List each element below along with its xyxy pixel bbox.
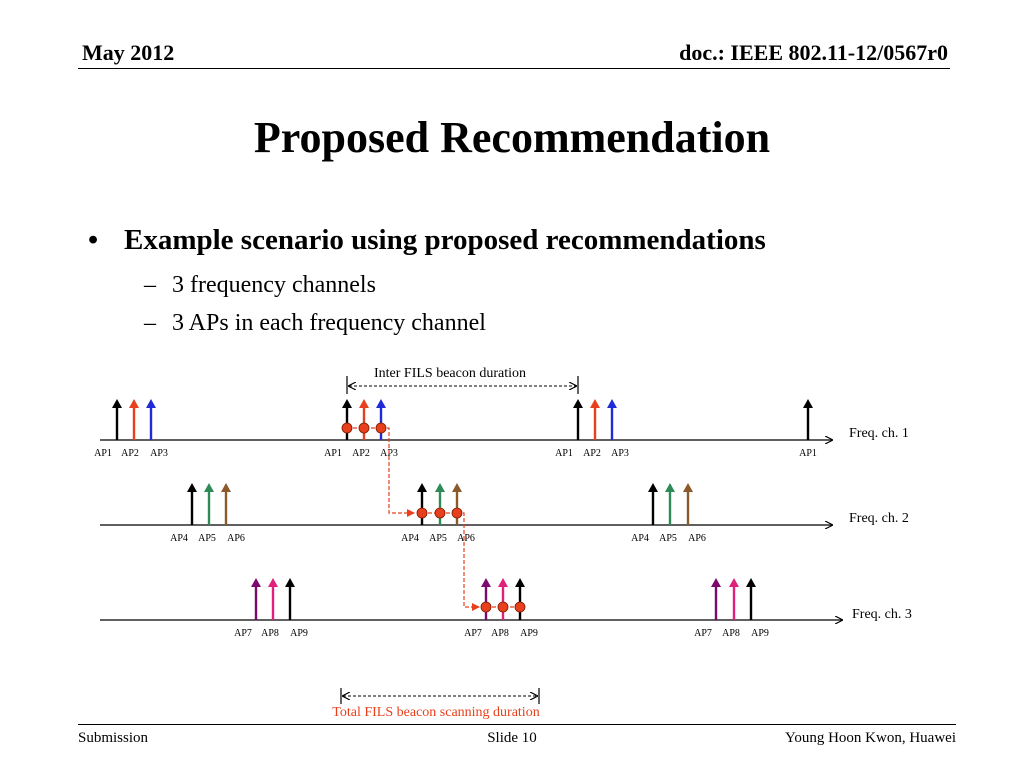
ap-label: AP8 bbox=[722, 628, 740, 639]
beacon-ap6 bbox=[683, 483, 693, 525]
beacon-ap7 bbox=[481, 578, 491, 620]
ap-label: AP6 bbox=[688, 533, 706, 544]
beacon-ap4 bbox=[417, 483, 427, 525]
ap-label: AP6 bbox=[457, 533, 475, 544]
ap-label: AP9 bbox=[751, 628, 769, 639]
scan-dot bbox=[451, 507, 463, 519]
footer-rule bbox=[78, 724, 956, 725]
channel-label-3: Freq. ch. 3 bbox=[852, 607, 912, 622]
ap-label: AP2 bbox=[121, 448, 139, 459]
scan-dot bbox=[416, 507, 428, 519]
beacon-ap7 bbox=[711, 578, 721, 620]
bullet-symbol: • bbox=[88, 224, 99, 256]
ap-label: AP1 bbox=[94, 448, 112, 459]
beacon-ap1 bbox=[342, 399, 352, 440]
sub-bullet-text: 3 frequency channels bbox=[172, 272, 376, 298]
scan-dot bbox=[358, 422, 370, 434]
beacon-ap8 bbox=[268, 578, 278, 620]
ap-label: AP7 bbox=[464, 628, 482, 639]
ap-label: AP9 bbox=[520, 628, 538, 639]
footer-submission: Submission bbox=[78, 730, 149, 746]
footer-author: Young Hoon Kwon, Huawei bbox=[785, 730, 956, 746]
scan-path-ch2-to-ch3 bbox=[457, 512, 480, 611]
ap-label: AP3 bbox=[150, 448, 168, 459]
ap-label: AP5 bbox=[198, 533, 216, 544]
beacon-ap1 bbox=[803, 399, 813, 440]
ap-label: AP8 bbox=[261, 628, 279, 639]
scan-dot bbox=[514, 601, 526, 613]
beacon-ap2 bbox=[590, 399, 600, 440]
header-date: May 2012 bbox=[82, 40, 175, 65]
scan-dot bbox=[497, 601, 509, 613]
inter-duration-label: Inter FILS beacon duration bbox=[374, 366, 526, 381]
ap-label: AP5 bbox=[429, 533, 447, 544]
main-bullet: • Example scenario using proposed recomme… bbox=[88, 224, 766, 257]
beacon-ap1 bbox=[112, 399, 122, 440]
ap-label: AP1 bbox=[555, 448, 573, 459]
ap-label: AP7 bbox=[234, 628, 252, 639]
beacon-ap8 bbox=[498, 578, 508, 620]
sub-bullet-text: 3 APs in each frequency channel bbox=[172, 310, 486, 336]
ap-label: AP9 bbox=[290, 628, 308, 639]
beacon-ap5 bbox=[435, 483, 445, 525]
beacon-ap4 bbox=[648, 483, 658, 525]
ap-label: AP4 bbox=[631, 533, 649, 544]
sub-bullet-dash: – bbox=[144, 272, 156, 298]
ap-label: AP4 bbox=[401, 533, 419, 544]
sub-bullet-dash: – bbox=[144, 310, 156, 336]
beacon-ap3 bbox=[146, 399, 156, 440]
scan-dot bbox=[480, 601, 492, 613]
scan-dots bbox=[341, 422, 526, 613]
beacon-ap2 bbox=[129, 399, 139, 440]
beacon-ap5 bbox=[204, 483, 214, 525]
scan-dot bbox=[375, 422, 387, 434]
scan-path-ch1-to-ch2 bbox=[381, 427, 415, 517]
scan-dot bbox=[434, 507, 446, 519]
ap-label: AP7 bbox=[694, 628, 712, 639]
ap-label: AP2 bbox=[352, 448, 370, 459]
beacon-ap6 bbox=[452, 483, 462, 525]
slide-title: Proposed Recommendation bbox=[253, 113, 771, 162]
beacon-ap1 bbox=[573, 399, 583, 440]
footer-slide-number: Slide 10 bbox=[487, 730, 537, 746]
beacon-ap7 bbox=[251, 578, 261, 620]
sub-bullet-1: –3 frequency channels bbox=[144, 272, 376, 299]
beacon-ap5 bbox=[665, 483, 675, 525]
header-doc-id: doc.: IEEE 802.11-12/0567r0 bbox=[679, 40, 948, 65]
scan-dot bbox=[341, 422, 353, 434]
ap-label: AP3 bbox=[611, 448, 629, 459]
beacon-arrows bbox=[112, 399, 813, 620]
ap-label: AP5 bbox=[659, 533, 677, 544]
channel-label-2: Freq. ch. 2 bbox=[849, 511, 909, 526]
ap-label: AP1 bbox=[799, 448, 817, 459]
beacon-ap3 bbox=[607, 399, 617, 440]
total-duration-label: Total FILS beacon scanning duration bbox=[332, 705, 539, 720]
beacon-ap3 bbox=[376, 399, 386, 440]
header-rule bbox=[78, 68, 950, 69]
channel-label-1: Freq. ch. 1 bbox=[849, 426, 909, 441]
beacon-ap8 bbox=[729, 578, 739, 620]
ap-label: AP4 bbox=[170, 533, 188, 544]
beacon-ap9 bbox=[515, 578, 525, 620]
beacon-ap9 bbox=[285, 578, 295, 620]
beacon-ap6 bbox=[221, 483, 231, 525]
beacon-ap2 bbox=[359, 399, 369, 440]
beacon-ap4 bbox=[187, 483, 197, 525]
beacon-ap9 bbox=[746, 578, 756, 620]
ap-label: AP1 bbox=[324, 448, 342, 459]
main-bullet-text: Example scenario using proposed recommen… bbox=[124, 224, 766, 256]
ap-label: AP8 bbox=[491, 628, 509, 639]
ap-label: AP2 bbox=[583, 448, 601, 459]
sub-bullet-2: –3 APs in each frequency channel bbox=[144, 310, 486, 337]
ap-label: AP6 bbox=[227, 533, 245, 544]
